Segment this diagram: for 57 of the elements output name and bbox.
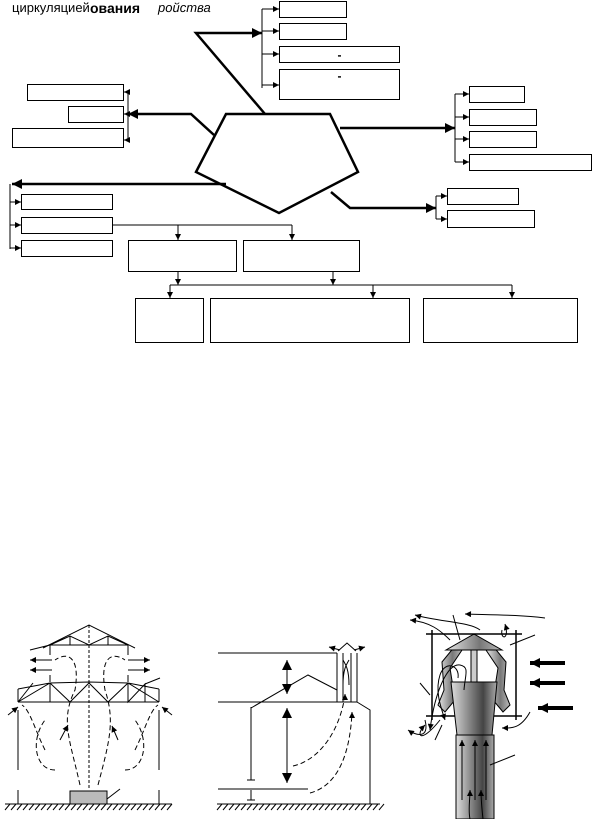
heading-fragment: ования: [90, 0, 140, 16]
connector-line: [112, 224, 292, 226]
process-box: [68, 106, 124, 123]
heading-fragment: циркуляцией: [12, 0, 90, 15]
arrow: [10, 222, 22, 228]
heading-fragment: ройства: [158, 0, 211, 15]
connector-line: [170, 284, 512, 286]
process-box: [423, 298, 578, 343]
box-text: -: [338, 48, 342, 60]
process-box: [210, 298, 410, 343]
arrow: [509, 284, 515, 298]
arrow: [124, 137, 130, 143]
arrow: [262, 28, 280, 34]
arrow: [12, 179, 226, 189]
arrow: [330, 191, 436, 213]
process-box: [21, 194, 113, 210]
arrow: [175, 224, 181, 240]
process-box: [447, 210, 535, 228]
process-box: [279, 46, 400, 63]
arrow: [262, 6, 280, 12]
arrow: [167, 284, 173, 298]
arrow: [128, 109, 215, 136]
process-box: [243, 240, 360, 272]
process-box: [469, 131, 537, 148]
process-box: [21, 217, 113, 234]
process-box: [128, 240, 237, 272]
process-box: [21, 240, 113, 257]
arrow: [436, 193, 448, 199]
arrow: [370, 284, 376, 298]
arrow: [10, 199, 22, 205]
process-box: [469, 154, 592, 171]
arrow: [10, 245, 22, 251]
arrow: [175, 272, 181, 286]
box-text: -: [338, 70, 342, 82]
process-box: [135, 298, 204, 343]
arrow: [454, 114, 470, 120]
arrow: [436, 216, 448, 222]
arrow: [340, 123, 455, 133]
arrow: [262, 82, 280, 88]
arrow: [454, 91, 470, 97]
process-box: [469, 109, 537, 126]
connector-line: [454, 94, 456, 162]
arrow: [193, 28, 266, 115]
arrow: [454, 136, 470, 142]
pentagon-shape: [194, 112, 360, 215]
arrow: [330, 272, 336, 286]
process-box: [12, 128, 124, 148]
arrow: [262, 51, 280, 57]
arrow: [289, 224, 295, 240]
process-box: [279, 23, 347, 40]
process-box: [27, 84, 124, 101]
process-box: [447, 188, 519, 205]
arrow: [124, 89, 130, 95]
process-box: [279, 69, 400, 100]
process-box: [279, 1, 347, 18]
arrow: [454, 159, 470, 165]
process-box: [469, 86, 525, 103]
